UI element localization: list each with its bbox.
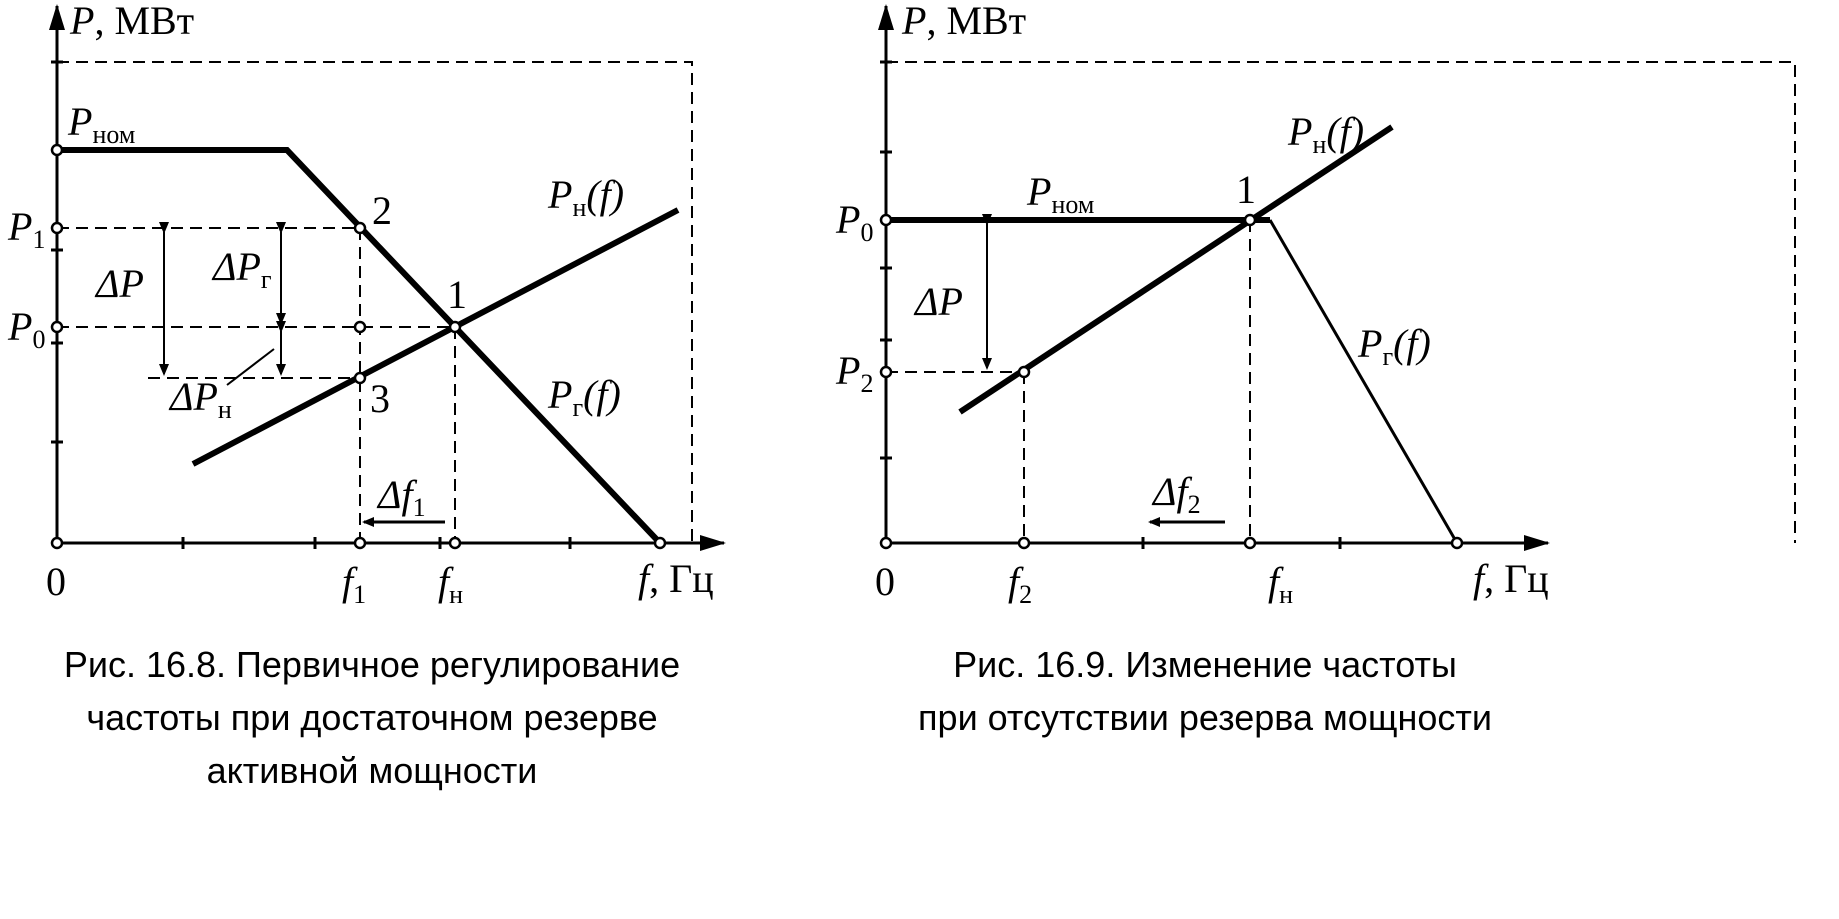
point-1-label: 1 — [447, 272, 467, 317]
figure-right: P, МВт f, Гц 0 Pном P0 P2 ΔP 1 Pн(f) Pг(… — [835, 0, 1796, 738]
gen-curve-label: Pг(f) — [1357, 321, 1431, 371]
p-nom-label: Pном — [1026, 169, 1094, 219]
delta-p-label: ΔP — [94, 261, 144, 306]
generator-curve-slope — [1268, 219, 1459, 544]
p2-label: P2 — [835, 348, 873, 398]
figure-left: P, МВт f, Гц 0 Pном P1 P0 ΔP ΔPг ΔPн 2 1… — [7, 0, 726, 791]
caption-line: Рис. 16.9. Изменение частоты — [953, 644, 1457, 685]
origin-label: 0 — [46, 559, 66, 604]
load-curve — [191, 207, 680, 467]
y-axis-label: P, МВт — [69, 0, 194, 43]
p0-label: P0 — [835, 197, 873, 247]
x-axis-label: f, Гц — [638, 556, 714, 601]
delta-pn-leader — [226, 348, 275, 386]
axis-ticks — [51, 60, 572, 549]
p0-label: P0 — [7, 304, 45, 354]
points — [50, 143, 667, 550]
x-axis-label: f, Гц — [1473, 556, 1549, 601]
point-3-label: 3 — [370, 376, 390, 421]
gen-curve-label: Pг(f) — [547, 372, 621, 422]
load-curve-label: Pн(f) — [547, 172, 624, 222]
f2-label: f2 — [1008, 559, 1032, 609]
caption-line: Рис. 16.8. Первичное регулирование — [64, 644, 680, 685]
point-2-label: 2 — [372, 188, 392, 233]
fn-label: fн — [1268, 559, 1293, 609]
f1-label: f1 — [342, 559, 366, 609]
caption-line: активной мощности — [207, 750, 538, 791]
load-curve-label: Pн(f) — [1287, 109, 1364, 159]
p1-label: P1 — [7, 204, 45, 254]
delta-f1-label: Δf1 — [376, 472, 426, 522]
load-curve — [958, 124, 1394, 415]
y-axis-label: P, МВт — [901, 0, 1026, 43]
delta-pg-label: ΔPг — [211, 244, 272, 294]
fn-label: fн — [438, 559, 463, 609]
delta-f2-label: Δf2 — [1151, 469, 1201, 519]
delta-pn-label: ΔPн — [168, 374, 232, 424]
point-1-label: 1 — [1236, 167, 1256, 212]
delta-p-label: ΔP — [913, 279, 963, 324]
caption-line: при отсутствии резерва мощности — [918, 697, 1492, 738]
generator-curve — [57, 147, 663, 546]
caption-line: частоты при достаточном резерве — [86, 697, 657, 738]
p-nom-label: Pном — [67, 99, 135, 149]
origin-label: 0 — [875, 559, 895, 604]
points — [879, 213, 1464, 550]
limit-box — [57, 61, 693, 543]
